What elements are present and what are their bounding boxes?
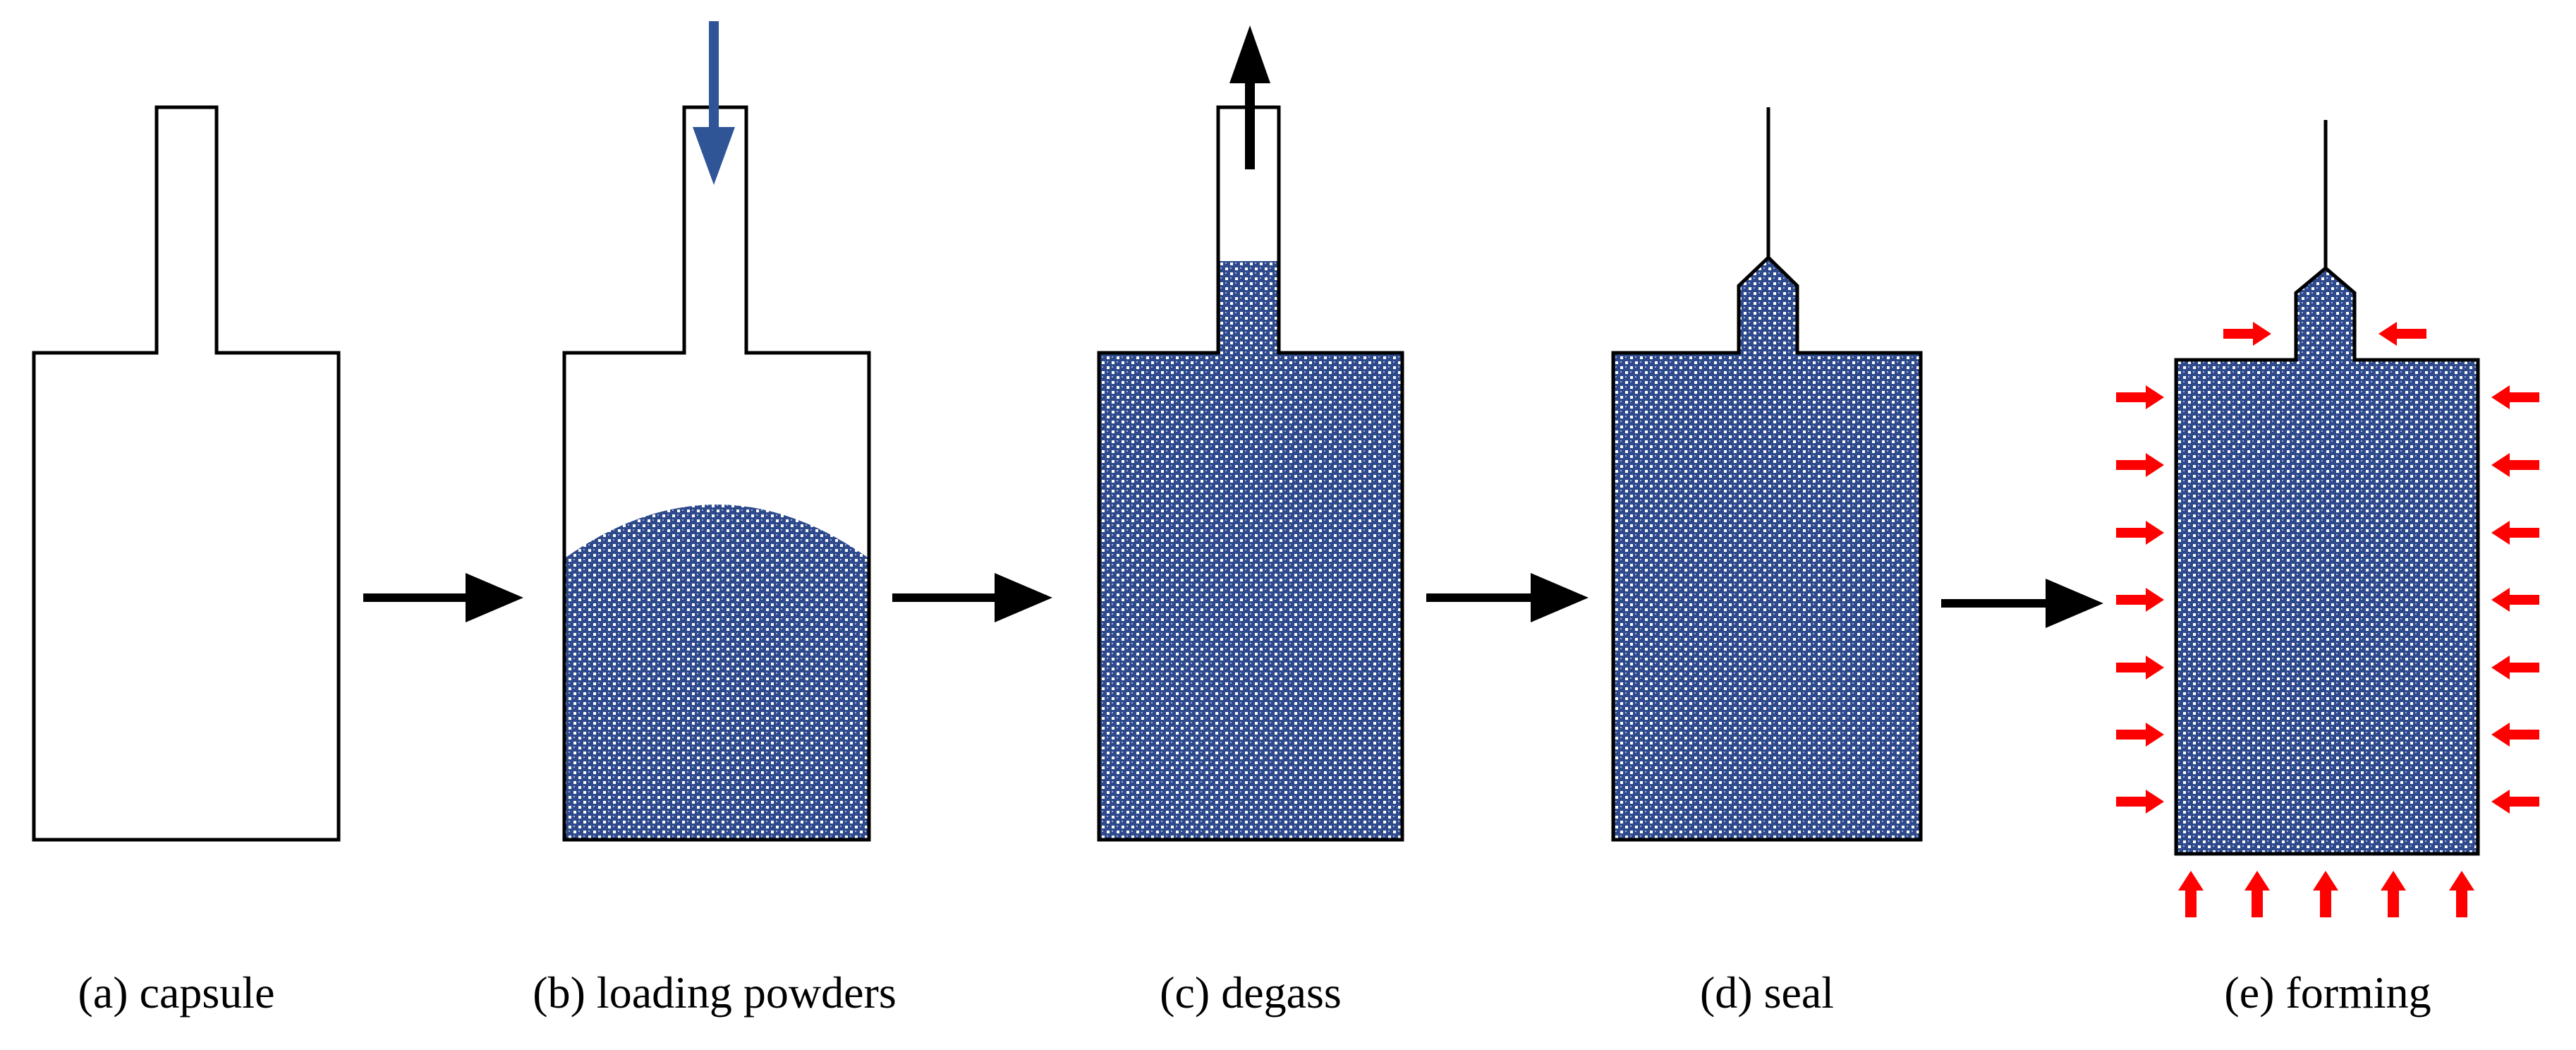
powder-loading-arrow-icon (693, 21, 735, 185)
pressure-arrow-left-side-2 (2116, 521, 2164, 545)
sealed-capsule (1611, 255, 1923, 842)
process-arrow-4 (1941, 579, 2103, 628)
process-arrow-1 (363, 573, 523, 622)
pressure-arrow-right-side-3 (2491, 588, 2539, 612)
pressure-arrow-right-side-6 (2491, 790, 2539, 814)
step-label-d: (d) seal (1699, 967, 1835, 1018)
pressure-arrow-bottom-1 (2244, 871, 2270, 917)
process-arrow-3 (1426, 573, 1588, 622)
capsule-c-group (1097, 25, 1404, 842)
pressure-arrow-neck-left (2223, 322, 2271, 346)
pressure-arrow-left-side-1 (2116, 453, 2164, 477)
pressure-arrow-left-side-6 (2116, 790, 2164, 814)
pressure-arrow-left-side-3 (2116, 588, 2164, 612)
powder-heap (566, 505, 868, 838)
step-label-e: (e) forming (2224, 967, 2431, 1018)
powder-filled-capsule (1100, 261, 1401, 838)
step-label-a: (a) capsule (78, 967, 275, 1018)
empty-capsule-shape (32, 105, 341, 842)
pressure-arrow-right-side-5 (2491, 723, 2539, 747)
pressure-arrow-bottom-3 (2381, 871, 2406, 917)
pressure-arrow-right-side-0 (2491, 385, 2539, 409)
pressure-arrows (2116, 322, 2539, 917)
capsule-a-group (32, 105, 341, 842)
capsule-b-group (562, 21, 871, 842)
pressure-arrow-left-side-5 (2116, 723, 2164, 747)
pressure-arrow-bottom-2 (2313, 871, 2338, 917)
formed-capsule (2174, 265, 2480, 856)
pressure-arrow-left-side-0 (2116, 385, 2164, 409)
pressure-arrow-right-side-4 (2491, 656, 2539, 680)
capsule-d-group (1611, 107, 1923, 842)
capsule-e-group (2116, 120, 2539, 917)
step-label-b: (b) loading powders (533, 967, 897, 1018)
pressure-arrow-left-side-4 (2116, 656, 2164, 680)
degas-outflow-arrow-icon (1229, 25, 1270, 169)
pressure-arrow-right-side-1 (2491, 453, 2539, 477)
process-arrow-2 (892, 573, 1052, 622)
step-label-c: (c) degass (1160, 967, 1342, 1018)
pressure-arrow-neck-right (2378, 322, 2426, 346)
pressure-arrow-bottom-4 (2449, 871, 2474, 917)
pressure-arrow-bottom-0 (2178, 871, 2204, 917)
pressure-arrow-right-side-2 (2491, 521, 2539, 545)
